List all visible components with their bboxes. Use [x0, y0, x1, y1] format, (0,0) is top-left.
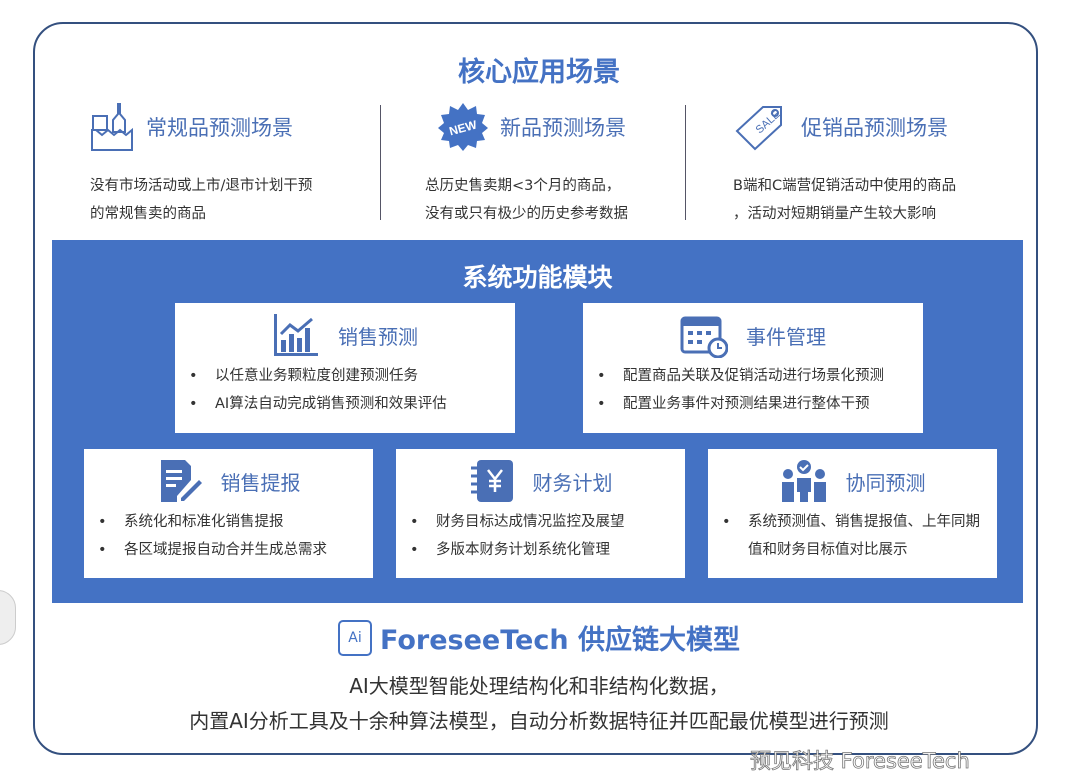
document-edit-icon — [160, 460, 202, 502]
module-title: 事件管理 — [746, 324, 826, 349]
scenario-desc: 没有市场活动或上市/退市计划干预 — [90, 178, 313, 194]
divider — [685, 105, 686, 220]
ai-logo-icon: Ai — [338, 619, 372, 656]
module-event-management: 事件管理 配置商品关联及促销活动进行场景化预测配置业务事件对预测结果进行整体干预 — [583, 303, 923, 433]
scenario-desc: B端和C端营促销活动中使用的商品 — [733, 178, 957, 194]
scenario-desc: ，活动对短期销量产生较大影响 — [733, 206, 936, 222]
module-finance-plan: 财务计划 财务目标达成情况监控及展望多版本财务计划系统化管理 — [396, 449, 685, 578]
new-badge-icon: NEW — [438, 103, 488, 151]
module-title: 财务计划 — [532, 470, 613, 495]
scenario-desc: 总历史售卖期<3个月的商品， — [425, 178, 621, 194]
module-sales-forecast: 销售预测 以任意业务颗粒度创建预测任务AI算法自动完成销售预测和效果评估 — [175, 303, 515, 433]
list-item: 各区域提报自动合并生成总需求 — [98, 536, 373, 564]
team-icon — [781, 460, 826, 502]
scenario-desc: 没有或只有极少的历史参考数据 — [425, 206, 628, 222]
modules-title: 系统功能模块 — [462, 263, 613, 292]
yen-coin-icon — [470, 460, 513, 502]
scenario-new: NEW 新品预测场景 总历史售卖期<3个月的商品， 没有或只有极少的历史参考数据 — [425, 92, 725, 228]
footer-line: AI大模型智能处理结构化和非结构化数据， — [349, 674, 729, 698]
list-item: 多版本财务计划系统化管理 — [410, 536, 685, 564]
scenario-promo: SALE 促销品预测场景 B端和C端营促销活动中使用的商品 ，活动对短期销量产生较大… — [733, 92, 1023, 228]
list-item: AI算法自动完成销售预测和效果评估 — [189, 390, 515, 418]
frame — [33, 22, 1038, 755]
list-item: 系统化和标准化销售提报 — [98, 508, 373, 536]
list-item: 配置商品关联及促销活动进行场景化预测 — [597, 362, 923, 390]
scenario-desc: 的常规售卖的商品 — [90, 206, 206, 222]
bottles-box-icon — [91, 103, 133, 151]
page-title: 核心应用场景 — [458, 57, 620, 88]
bar-chart-icon — [274, 314, 318, 356]
scenario-title: 常规品预测场景 — [146, 116, 293, 140]
list-item: 财务目标达成情况监控及展望 — [410, 508, 685, 536]
module-title: 销售提报 — [220, 470, 301, 495]
scenario-title: 促销品预测场景 — [801, 116, 948, 140]
module-sales-report: 销售提报 系统化和标准化销售提报各区域提报自动合并生成总需求 — [84, 449, 373, 578]
footer-line: 内置AI分析工具及十余种算法模型，自动分析数据特征并匹配最优模型进行预测 — [189, 709, 889, 733]
list-item: 系统预测值、销售提报值、上年同期值和财务目标值对比展示 — [722, 508, 985, 564]
divider — [380, 105, 381, 220]
calendar-icon — [680, 316, 728, 358]
module-title: 销售预测 — [338, 324, 418, 349]
brand-line: Ai ForeseeTech 供应链大模型 — [0, 618, 1078, 657]
brand-title: ForeseeTech 供应链大模型 — [380, 625, 740, 656]
modules-panel: 系统功能模块 销售预测 以任意业务颗粒度创建预测任务AI算法自动完成销售预测和效… — [52, 240, 1023, 603]
list-item: 以任意业务颗粒度创建预测任务 — [189, 362, 515, 390]
watermark: 预见科技 ForeseeTech — [750, 749, 971, 774]
module-collaborative-forecast: 协同预测 系统预测值、销售提报值、上年同期值和财务目标值对比展示 — [708, 449, 997, 578]
module-title: 协同预测 — [845, 470, 926, 495]
scenario-title: 新品预测场景 — [500, 116, 626, 140]
list-item: 配置业务事件对预测结果进行整体干预 — [597, 390, 923, 418]
scenario-regular: 常规品预测场景 没有市场活动或上市/退市计划干预的常规售卖的商品 — [90, 92, 390, 228]
sale-tag-icon: SALE — [735, 106, 783, 151]
